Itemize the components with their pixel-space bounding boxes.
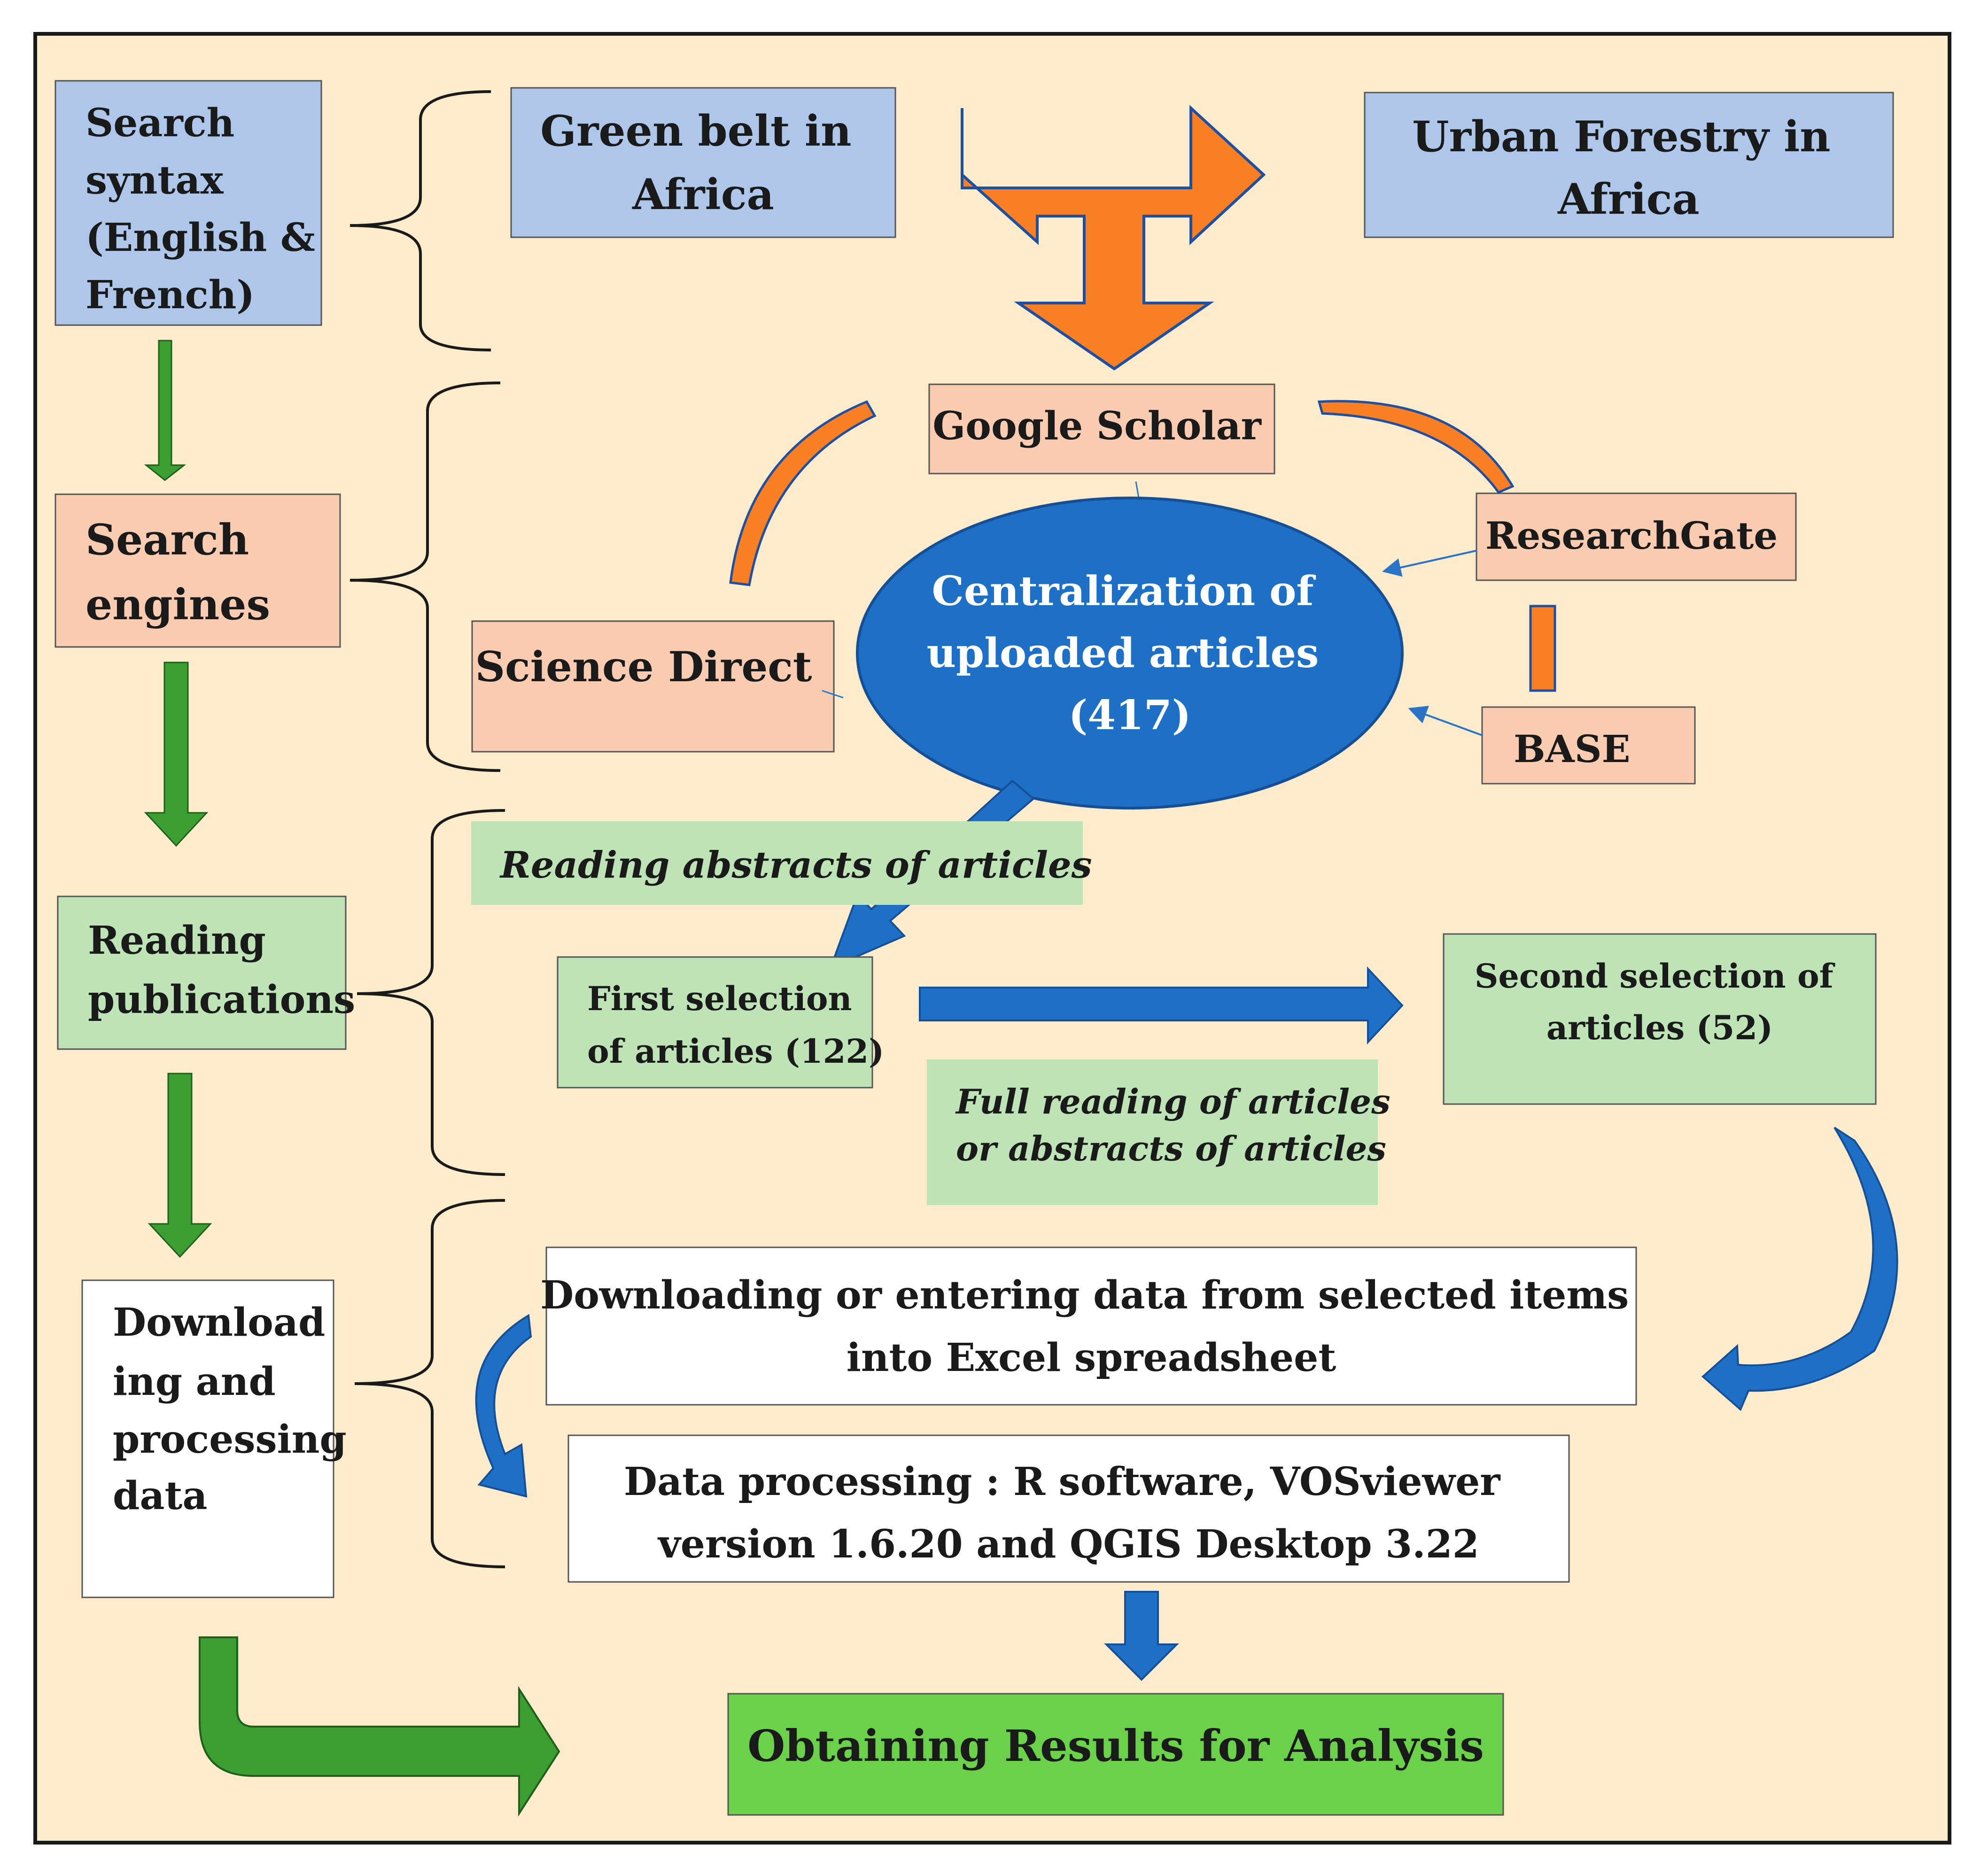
curved-blue-arrow-right	[1701, 1127, 1898, 1411]
reading-abstracts-box	[471, 821, 1083, 905]
curved-orange-arrow-right	[1317, 400, 1515, 494]
downloading-processing-label: Download ing and processing data	[113, 1300, 360, 1518]
centralization-ellipse	[856, 497, 1404, 810]
urban-forestry-box	[1364, 92, 1894, 238]
centralization-label: Centralization of uploaded articles (417…	[927, 568, 1333, 739]
l-shaped-arrow-to-results	[199, 1636, 560, 1817]
researchgate-label: ResearchGate	[1485, 514, 1778, 558]
brace-4	[354, 1199, 505, 1568]
curved-blue-arrow-left	[475, 1314, 532, 1498]
google-scholar-label: Google Scholar	[932, 404, 1262, 449]
link-researchgate	[1382, 550, 1477, 577]
brace-2	[350, 381, 501, 772]
link-base	[1408, 706, 1483, 736]
data-processing-box	[567, 1434, 1570, 1583]
second-selection-label: Second selection of articles (52)	[1475, 957, 1845, 1047]
results-box	[727, 1693, 1504, 1816]
downloading-box	[545, 1246, 1637, 1406]
search-engines-label: Search engines	[85, 515, 270, 630]
urban-forestry-label: Urban Forestry in Africa	[1412, 112, 1845, 224]
science-direct-box	[471, 620, 835, 753]
full-reading-box	[927, 1059, 1378, 1205]
google-scholar-box	[928, 383, 1275, 475]
down-arrow-2	[144, 662, 209, 847]
first-selection-label: First selection of articles (122)	[587, 979, 884, 1071]
link-science-direct	[822, 690, 844, 699]
reading-abstracts-label: Reading abstracts of articles	[499, 844, 1092, 887]
second-selection-box	[1443, 933, 1877, 1105]
horizontal-blue-arrow	[919, 966, 1404, 1045]
green-belt-label: Green belt in Africa	[540, 106, 866, 219]
brace-3	[357, 809, 505, 1176]
search-engines-box	[54, 493, 341, 648]
search-syntax-label: Search syntax (English & French)	[85, 101, 328, 318]
down-arrow-3	[148, 1073, 212, 1258]
reading-publications-box	[57, 895, 347, 1050]
down-arrow-1	[144, 340, 186, 481]
first-selection-box	[557, 956, 873, 1089]
orange-bar-connector	[1529, 605, 1556, 692]
green-belt-box	[510, 87, 896, 238]
downloading-label: Downloading or entering data from select…	[540, 1273, 1642, 1380]
downloading-processing-box	[81, 1279, 334, 1598]
results-label: Obtaining Results for Analysis	[747, 1720, 1484, 1771]
science-direct-label: Science Direct	[475, 642, 812, 691]
researchgate-box	[1476, 492, 1797, 581]
search-syntax-box	[54, 80, 322, 326]
curved-orange-arrow-left	[729, 400, 877, 586]
base-label: BASE	[1514, 727, 1630, 771]
base-box	[1481, 706, 1696, 785]
data-processing-label: Data processing : R software, VOSviewer …	[624, 1459, 1514, 1567]
orange-t-arrow	[961, 105, 1266, 371]
brace-1	[350, 90, 491, 351]
full-reading-label: Full reading of articles or abstracts of…	[955, 1082, 1402, 1168]
reading-publications-label: Reading publications	[88, 918, 355, 1022]
down-blue-arrow-results	[1104, 1591, 1179, 1681]
